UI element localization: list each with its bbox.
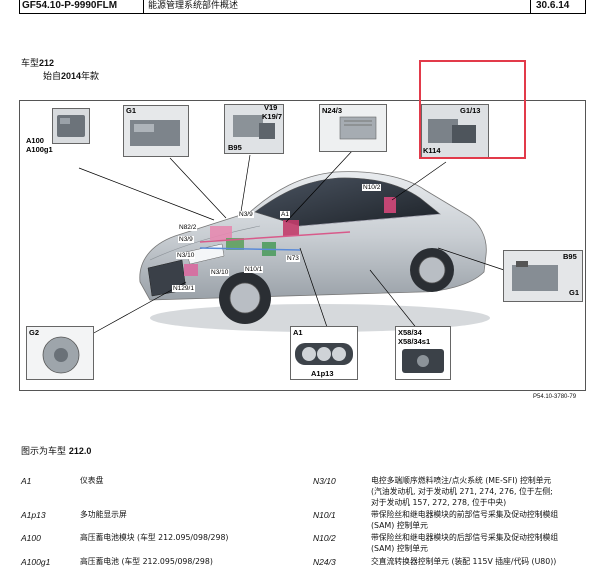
legend-code: A100g1 — [21, 557, 51, 567]
label-a100: A100 — [26, 136, 44, 145]
legend-code: N24/3 — [313, 557, 336, 567]
relay-battery-icon — [428, 119, 476, 143]
callout-n3-9: N3/9 — [238, 211, 254, 218]
red-highlight-box — [419, 60, 526, 159]
header-divider — [143, 0, 144, 13]
legend-code: N10/1 — [313, 510, 336, 520]
doc-id: GF54.10-P-9990FLM — [22, 0, 118, 11]
label-g1-top: G1 — [126, 106, 137, 115]
label-x58-34s1: X58/34s1 — [398, 337, 431, 346]
thumb-n24-3 — [319, 104, 387, 152]
since-suffix: 年款 — [81, 72, 100, 82]
figure-caption: 图示为车型 212.0 — [21, 444, 91, 457]
label-a1p13: A1p13 — [311, 369, 334, 378]
callout-n3-10a: N3/10 — [176, 252, 196, 259]
model-line: 车型212 — [21, 56, 54, 69]
model-number: 212 — [39, 58, 55, 68]
doc-title: 能源管理系统部件概述 — [148, 1, 239, 11]
legend-code: N10/2 — [313, 533, 336, 543]
thumb-v19 — [224, 104, 284, 154]
callout-n3-9b: N3/9 — [178, 236, 194, 243]
alternator-icon — [42, 336, 80, 374]
legend-code: N3/10 — [313, 476, 336, 486]
thumb-b95-g1-right — [503, 250, 583, 302]
figure-reference: P54.10-3780-79 — [533, 394, 577, 400]
instrument-cluster-icon — [295, 343, 353, 365]
legend-desc-cont: (SAM) 控制单元 — [371, 544, 428, 553]
legend-desc: 仪表盘 — [80, 476, 104, 485]
callout-n10-2: N10/2 — [362, 184, 382, 191]
document-header: GF54.10-P-9990FLM 能源管理系统部件概述 30.6.14 — [19, 0, 586, 14]
thumb-g1-top — [123, 105, 189, 157]
thumb-x58-34 — [395, 326, 451, 380]
relay-icon — [233, 115, 275, 139]
label-g2: G2 — [29, 328, 40, 337]
battery-module-icon — [57, 115, 85, 137]
legend-desc-cont: 对于发动机 157, 272, 278, 位于中央) — [371, 498, 507, 507]
label-g1-right: G1 — [569, 288, 580, 297]
callout-n10-1: N10/1 — [244, 266, 264, 273]
legend-desc: 多功能显示屏 — [80, 510, 127, 519]
since-line: 始自2014年款 — [43, 69, 99, 82]
legend-desc-cont: (SAM) 控制单元 — [371, 521, 428, 530]
converter-icon — [339, 116, 377, 140]
callout-a1: A1 — [280, 211, 290, 218]
doc-date: 30.6.14 — [536, 0, 570, 11]
label-k19-7: K19/7 — [262, 112, 283, 121]
label-n24-3: N24/3 — [322, 106, 343, 115]
car-illustration — [78, 149, 505, 335]
label-b95-right: B95 — [563, 252, 577, 261]
thumb-a100 — [52, 108, 90, 144]
model-label: 车型 — [21, 59, 40, 69]
caption-prefix: 图示为车型 — [21, 447, 67, 457]
header-divider — [530, 0, 531, 13]
callout-n129-1: N129/1 — [172, 285, 195, 292]
label-a100g1: A100g1 — [26, 145, 53, 154]
thumb-a1 — [290, 326, 358, 380]
label-a1: A1 — [293, 328, 303, 337]
since-year: 2014 — [61, 71, 82, 81]
callout-n73: N73 — [286, 255, 300, 262]
legend-desc: 电控多端顺序燃料喷注/点火系统 (ME-SFI) 控制单元 — [371, 476, 552, 485]
callout-n82-2: N82/2 — [178, 224, 198, 231]
legend-code: A100 — [21, 533, 41, 543]
car-windows — [254, 177, 441, 227]
label-b95-top: B95 — [228, 143, 242, 152]
legend-code: A1p13 — [21, 510, 46, 520]
caption-model: 212.0 — [68, 446, 92, 456]
legend-desc: 带保险丝和继电器模块的后部信号采集及促动控制模组 — [371, 533, 559, 542]
figure-frame — [19, 100, 586, 391]
legend-desc-cont: (汽油发动机, 对于发动机 271, 274, 276, 位于左侧; — [371, 487, 553, 496]
thumb-g1-13 — [421, 104, 489, 158]
since-prefix: 始自 — [43, 72, 62, 82]
battery-icon — [130, 120, 180, 146]
legend-desc: 交直流转换器控制单元 (装配 115V 插座/代码 (U80)) — [371, 557, 557, 566]
socket-icon — [402, 349, 444, 373]
label-x58-34: X58/34 — [398, 328, 422, 337]
label-k114: K114 — [423, 146, 441, 155]
callout-n3-10b: N3/10 — [210, 269, 230, 276]
legend-code: A1 — [21, 476, 32, 486]
label-g1-13: G1/13 — [460, 106, 481, 115]
battery-sensor-icon — [512, 261, 558, 291]
thumb-g2 — [26, 326, 94, 380]
legend-desc: 高压蓄电池 (车型 212.095/098/298) — [80, 557, 213, 566]
legend-desc: 高压蓄电池模块 (车型 212.095/098/298) — [80, 533, 229, 542]
legend-desc: 带保险丝和继电器模块的前部信号采集及促动控制模组 — [371, 510, 559, 519]
label-v19: V19 — [264, 103, 278, 112]
